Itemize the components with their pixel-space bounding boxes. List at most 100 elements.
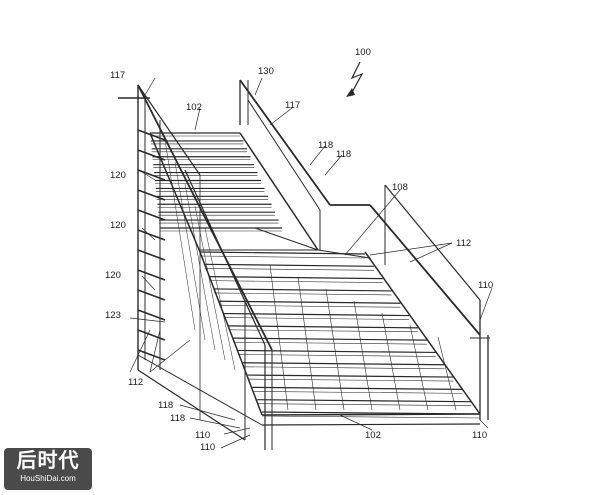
lower-flight-tread: [238, 349, 436, 354]
left-bracket: [137, 209, 166, 221]
lower-flight-tread: [242, 362, 445, 366]
glass-reflection-line: [297, 276, 317, 411]
left-glass-reflection: [174, 161, 206, 341]
leader-line: [141, 275, 156, 291]
left-base-line: [137, 369, 246, 441]
reference-numeral: 118: [318, 140, 333, 151]
reference-numeral: 118: [336, 149, 351, 160]
leader-line: [129, 317, 166, 323]
reference-numeral: 118: [158, 400, 173, 411]
leader-lines: [129, 77, 493, 449]
leader-line: [141, 227, 156, 241]
lower-flight-tread: [219, 300, 401, 304]
reference-numeral: 102: [186, 102, 202, 113]
lower-flight-riser: [257, 403, 472, 406]
lower-flight-riser: [209, 280, 383, 283]
leader-line: [129, 329, 151, 373]
leader-line: [309, 145, 326, 166]
left-bracket: [137, 149, 166, 161]
leader-line: [409, 242, 453, 263]
lower-flight-riser: [252, 391, 463, 394]
lower-flight-riser: [261, 415, 481, 419]
left-glass-reflection: [164, 139, 196, 331]
leader-line: [339, 414, 373, 431]
leader-line: [194, 107, 201, 131]
reference-numeral: 110: [200, 442, 215, 453]
leader-line: [479, 287, 493, 321]
reference-numeral: 110: [478, 280, 493, 291]
lower-flight-riser: [233, 341, 427, 345]
lower-flight-riser: [228, 329, 419, 333]
leader-line: [144, 77, 156, 96]
glass-reflection-line: [437, 336, 457, 411]
reference-numeral: 120: [105, 270, 121, 281]
right-lower-glass-top: [384, 184, 481, 301]
reference-numeral: 120: [110, 170, 126, 181]
reference-numeral: 110: [472, 430, 487, 441]
reference-numeral: 108: [392, 182, 408, 193]
left-bracket: [137, 169, 166, 181]
lower-flight-riser: [247, 378, 454, 382]
glass-reflection-line: [325, 288, 345, 411]
glass-reflection-line: [409, 324, 429, 411]
leader-line: [149, 339, 191, 373]
lower-flight-tread: [214, 288, 392, 292]
reference-numeral: 117: [110, 70, 125, 81]
leader-line: [324, 154, 343, 176]
leader-line: [149, 329, 161, 373]
leader-line: [189, 417, 241, 429]
leader-line: [223, 427, 251, 435]
leader-line: [179, 404, 236, 421]
glass-reflection-line: [381, 312, 401, 411]
bottom-front-edge: [261, 413, 481, 416]
left-lower-stringer: [199, 251, 263, 416]
figure-arrow-100: [349, 61, 364, 97]
leader-line: [220, 434, 251, 449]
arrowhead: [346, 88, 355, 97]
lower-flight-tread: [209, 276, 383, 280]
leader-line: [479, 419, 489, 429]
left-bracket: [137, 329, 166, 341]
left-bracket: [137, 349, 166, 361]
reference-numeral: 112: [456, 238, 471, 249]
left-glass-top: [137, 84, 201, 176]
left-handrail: [137, 84, 273, 351]
right-upper-stringer: [239, 132, 319, 251]
lower-flight-tread: [252, 386, 463, 390]
leader-line: [254, 77, 263, 96]
landing-diagonal: [254, 227, 319, 251]
bottom-base-edge: [261, 423, 481, 426]
lower-flight-riser: [242, 366, 445, 370]
reference-numeral: 110: [195, 430, 210, 441]
right-lower-stringer: [364, 251, 481, 415]
lower-flight-tread: [199, 251, 366, 255]
glass-reflection-line: [269, 264, 289, 411]
leader-line: [369, 242, 453, 256]
reference-numeral: 130: [258, 66, 274, 77]
reference-numeral: 123: [105, 310, 121, 321]
watermark-logo: 后时代 HouShiDai.com: [4, 448, 92, 490]
lower-flight-riser: [223, 317, 410, 320]
lower-flight-riser: [238, 354, 436, 357]
left-glass-reflection: [194, 205, 226, 361]
left-bracket: [137, 269, 166, 281]
reference-numeral: 118: [170, 413, 185, 424]
lower-flight-riser: [219, 304, 401, 308]
reference-numeral: 102: [365, 430, 381, 441]
leader-line: [344, 189, 401, 256]
lower-flight-tread: [223, 312, 410, 317]
leader-line: [269, 107, 293, 126]
reference-numeral: 117: [285, 100, 300, 111]
left-upper-stringer: [149, 132, 201, 253]
reference-numeral: 100: [355, 47, 371, 58]
right-lower-handrail: [369, 204, 481, 336]
reference-labels: 1001171171301021021181181181181081121121…: [105, 47, 493, 453]
left-glass-reflection: [204, 227, 236, 371]
left-bracket: [137, 189, 166, 201]
lower-flight-tread: [247, 374, 454, 378]
left-bracket: [137, 229, 166, 241]
right-upper-handrail: [239, 79, 331, 206]
watermark-main-text: 后时代: [16, 450, 80, 472]
left-bracket: [137, 309, 166, 321]
